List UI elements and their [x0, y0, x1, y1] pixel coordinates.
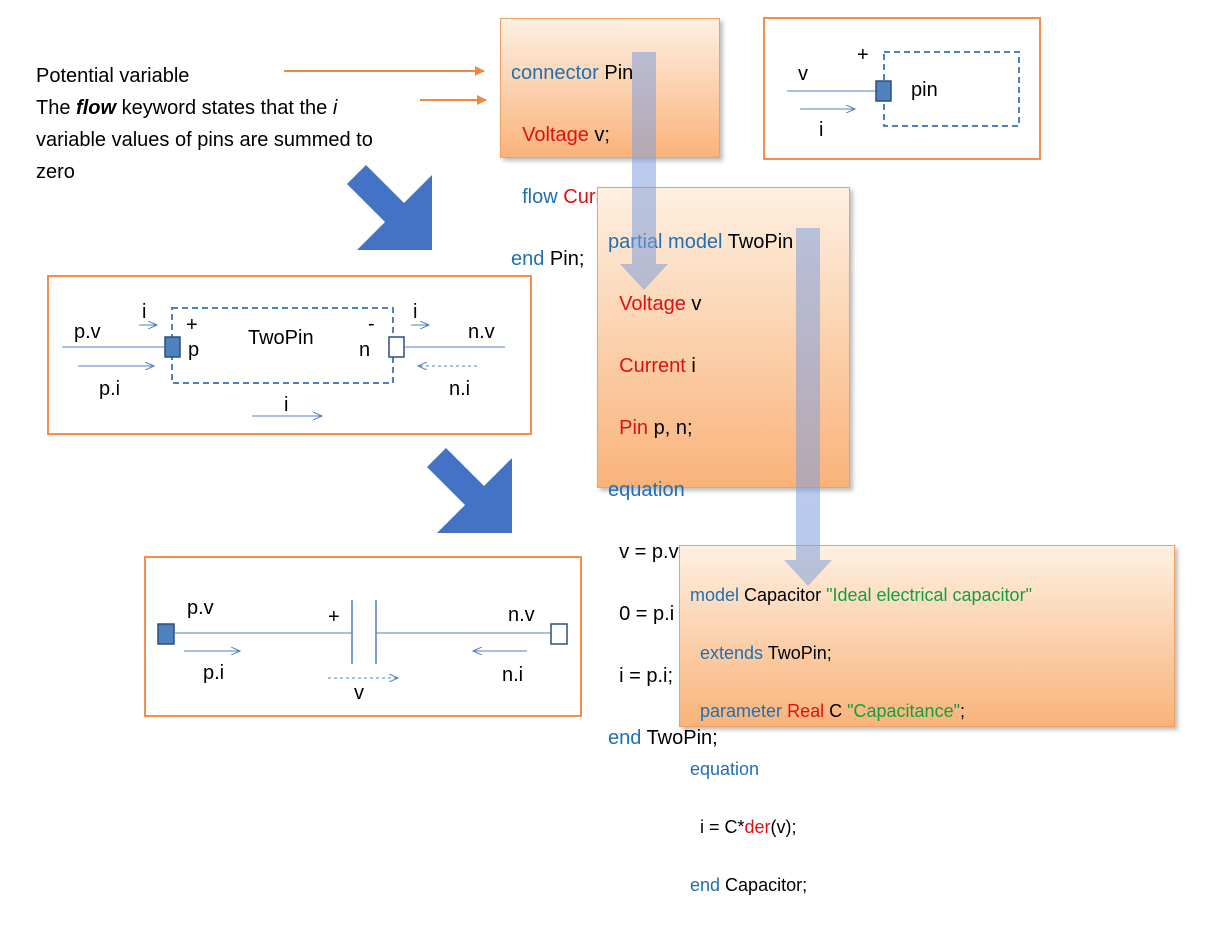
code-text: p, n;: [648, 417, 693, 439]
code-text: i: [685, 355, 696, 377]
keyword: equation: [690, 759, 760, 779]
i-variable: i: [332, 97, 338, 119]
keyword: extends: [700, 643, 764, 663]
explanation-text: Potential variable The flow keyword stat…: [36, 60, 466, 188]
code-text: TwoPin;: [641, 727, 718, 749]
capacitor-diagram-box: [144, 556, 582, 717]
note-text: keyword states that the: [116, 97, 333, 119]
code-text: Pin: [598, 62, 634, 84]
code-text: v;: [588, 124, 610, 146]
cap-v-label: v: [354, 682, 364, 704]
code-line: Current i: [608, 351, 839, 382]
keyword: model: [690, 585, 740, 605]
code-line: end Capacitor;: [690, 871, 1164, 900]
pin-plus-label: +: [857, 44, 869, 66]
pin-diagram: [787, 51, 1020, 127]
type-name: der: [744, 817, 771, 837]
diagram-graphics: [62, 51, 1020, 746]
twopin-to-capacitor-arrow: [784, 228, 832, 586]
twopin-i-right-label: i: [413, 301, 418, 323]
p-pin-square-icon: [164, 336, 181, 358]
twopin-p-label: p: [188, 339, 200, 361]
code-text: TwoPin: [722, 231, 794, 253]
note-line-3: variable values of pins are summed to: [36, 129, 373, 151]
twopin-diagram-box: [47, 275, 532, 435]
twopin-pi-label: p.i: [99, 378, 121, 400]
n-pin-square-icon: [550, 623, 568, 645]
pin-diagram-box: [763, 17, 1041, 160]
type-name: Real: [787, 701, 825, 721]
code-text: i = p.i;: [619, 665, 674, 687]
p-pin-square-icon: [157, 623, 175, 645]
pin-name-label: pin: [911, 79, 938, 101]
cap-pv-label: p.v: [187, 597, 214, 619]
pin-v-label: v: [798, 63, 808, 85]
keyword: end: [690, 875, 721, 895]
code-line: Voltage v;: [511, 120, 709, 151]
n-pin-square-icon: [388, 336, 405, 358]
string-literal: "Ideal electrical capacitor": [826, 585, 1032, 605]
keyword: end: [511, 248, 545, 270]
note-line-1: Potential variable: [36, 65, 190, 87]
keyword: parameter: [700, 701, 783, 721]
flow-keyword: flow: [76, 97, 117, 119]
cap-pi-label: p.i: [203, 662, 225, 684]
code-text: Capacitor;: [720, 875, 808, 895]
twopin-plus-label: +: [186, 314, 198, 336]
cap-ni-label: n.i: [502, 664, 524, 686]
code-text: Pin;: [544, 248, 585, 270]
code-text: TwoPin;: [763, 643, 832, 663]
code-line: end Pin;: [511, 244, 709, 275]
capacitor-diagram: [157, 600, 568, 678]
type-name: Voltage: [522, 124, 589, 146]
code-line: model Capacitor "Ideal electrical capaci…: [690, 581, 1164, 610]
code-line: extends TwoPin;: [690, 639, 1164, 668]
code-line: equation: [690, 755, 1164, 784]
type-name: Pin: [619, 417, 649, 439]
cap-plus-label: +: [328, 606, 340, 628]
note-line-4: zero: [36, 161, 75, 183]
pin-i-label: i: [819, 119, 824, 141]
twopin-ni-label: n.i: [449, 378, 471, 400]
pin-to-twopin-arrow: [620, 52, 668, 290]
twopin-minus-label: -: [368, 313, 375, 335]
down-arrow-2-icon: [427, 448, 512, 533]
twopin-pv-label: p.v: [74, 321, 101, 343]
code-line: i = C*der(v);: [690, 813, 1164, 842]
twopin-i-left-label: i: [142, 301, 147, 323]
keyword: connector: [511, 62, 599, 84]
code-line: end TwoPin;: [608, 723, 839, 754]
cap-nv-label: n.v: [508, 604, 535, 626]
twopin-i-bottom-label: i: [284, 394, 289, 416]
code-text: (v);: [770, 817, 797, 837]
code-line: equation: [608, 475, 839, 506]
code-text: v: [685, 293, 702, 315]
string-literal: "Capacitance": [847, 701, 960, 721]
note-line-2: The flow keyword states that the i: [36, 92, 466, 124]
type-name: Voltage: [619, 293, 686, 315]
code-line: i = p.i;: [608, 661, 839, 692]
note-text: The: [36, 97, 77, 119]
code-text: Capacitor: [739, 585, 827, 605]
pin-square-icon: [875, 80, 892, 102]
keyword: end: [608, 727, 642, 749]
keyword: equation: [608, 479, 685, 501]
code-text: C: [824, 701, 848, 721]
code-line: Voltage v: [608, 289, 839, 320]
twopin-name-label: TwoPin: [248, 327, 314, 349]
type-name: Current: [619, 355, 686, 377]
code-text: i = C*: [690, 817, 745, 837]
down-arrow-1-icon: [347, 165, 432, 250]
code-line: connector Pin: [511, 58, 709, 89]
twopin-n-label: n: [359, 339, 371, 361]
twopin-nv-label: n.v: [468, 321, 495, 343]
keyword: flow: [522, 186, 558, 208]
code-line: Pin p, n;: [608, 413, 839, 444]
code-text: ;: [959, 701, 965, 721]
code-line: parameter Real C "Capacitance";: [690, 697, 1164, 726]
twopin-diagram: [62, 307, 505, 416]
